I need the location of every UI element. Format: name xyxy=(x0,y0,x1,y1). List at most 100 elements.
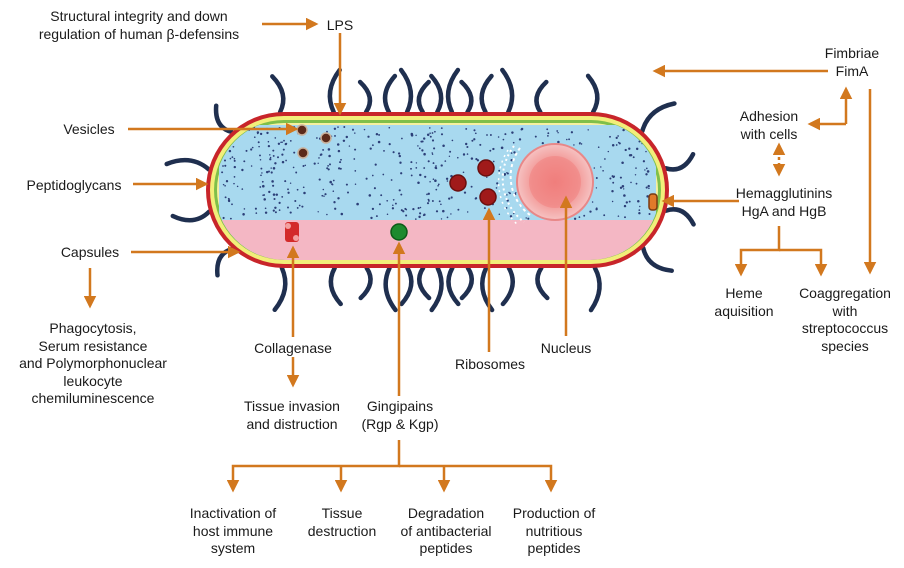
cytoplasm-dot xyxy=(496,182,498,184)
cytoplasm-dot xyxy=(426,194,428,196)
cytoplasm-dot xyxy=(510,159,512,161)
cytoplasm-dot xyxy=(250,148,252,150)
cytoplasm-dot xyxy=(465,128,467,130)
cytoplasm-dot xyxy=(255,212,257,214)
cytoplasm-dot xyxy=(252,147,254,149)
label-lps: LPS xyxy=(318,17,362,35)
cytoplasm-dot xyxy=(419,174,421,176)
cytoplasm-dot xyxy=(260,174,262,176)
cytoplasm-dot xyxy=(542,142,544,144)
cytoplasm-dot xyxy=(649,129,651,131)
cytoplasm-dot xyxy=(372,208,374,210)
cytoplasm-dot xyxy=(255,208,257,210)
cytoplasm-dot xyxy=(435,165,437,167)
cytoplasm-dot xyxy=(285,143,287,145)
cytoplasm-dot xyxy=(353,158,355,160)
cytoplasm-dot xyxy=(243,160,245,162)
cytoplasm-dot xyxy=(646,168,648,170)
cytoplasm-dot xyxy=(258,141,260,143)
cytoplasm-dot xyxy=(251,165,253,167)
cytoplasm-dot xyxy=(427,202,429,204)
cytoplasm-dot xyxy=(467,211,468,212)
cytoplasm-dot xyxy=(262,181,264,183)
cytoplasm-dot xyxy=(367,136,369,138)
flagellum xyxy=(642,104,674,132)
cytoplasm-dot xyxy=(293,152,295,154)
cytoplasm-dot xyxy=(392,204,394,206)
cytoplasm-dot xyxy=(270,167,271,168)
cytoplasm-dot xyxy=(354,132,355,133)
cytoplasm-dot xyxy=(244,208,246,210)
cytoplasm-dot xyxy=(259,186,261,188)
cytoplasm-dot xyxy=(343,140,345,142)
cytoplasm-dot xyxy=(320,154,322,156)
cytoplasm-dot xyxy=(265,207,267,209)
cytoplasm-dot xyxy=(259,154,261,156)
cytoplasm-dot xyxy=(489,150,491,152)
cytoplasm-dot xyxy=(464,191,466,193)
cytoplasm-dot xyxy=(415,218,417,220)
flagellum xyxy=(503,268,513,304)
cytoplasm-dot xyxy=(223,184,225,186)
cytoplasm-dot xyxy=(234,158,236,160)
cytoplasm-dot xyxy=(301,206,303,208)
bacterial-cell xyxy=(206,112,669,268)
cytoplasm-dot xyxy=(465,143,467,145)
cytoplasm-dot xyxy=(257,131,259,133)
cytoplasm-dot xyxy=(447,217,449,219)
cytoplasm-dot xyxy=(406,209,407,210)
cytoplasm-dot xyxy=(283,140,285,142)
cytoplasm-dot xyxy=(513,151,515,153)
cytoplasm-dot xyxy=(438,184,440,186)
cytoplasm-dot xyxy=(260,159,262,161)
cytoplasm-dot xyxy=(621,161,624,164)
label-tissue-destruction: Tissue destruction xyxy=(290,505,394,540)
cytoplasm-dot xyxy=(434,179,437,182)
flagellum xyxy=(482,268,492,310)
cytoplasm-dot xyxy=(421,149,423,151)
cytoplasm-dot xyxy=(224,159,226,161)
cytoplasm-dot xyxy=(419,148,421,150)
cytoplasm-dot xyxy=(419,212,421,214)
cytoplasm-dot xyxy=(417,182,420,185)
cytoplasm-dot xyxy=(319,179,321,181)
cytoplasm-dot xyxy=(428,193,430,195)
cytoplasm-dot xyxy=(282,161,285,164)
cytoplasm-dot xyxy=(633,156,635,158)
cytoplasm-dot xyxy=(630,182,632,184)
cytoplasm-dot xyxy=(225,196,227,198)
cytoplasm-dot xyxy=(338,167,340,169)
cytoplasm-dot xyxy=(620,177,622,179)
cytoplasm-dot xyxy=(592,201,594,203)
cytoplasm-dot xyxy=(623,194,626,197)
cytoplasm-dot xyxy=(608,151,609,152)
periplasm-band xyxy=(219,220,656,260)
cytoplasm-dot xyxy=(293,167,295,169)
cytoplasm-dot xyxy=(596,187,597,188)
cytoplasm-dot xyxy=(637,200,640,203)
cytoplasm-dot xyxy=(619,142,621,144)
cytoplasm-dot xyxy=(612,144,615,147)
cytoplasm-dot xyxy=(370,147,372,149)
cytoplasm-dot xyxy=(268,145,270,147)
cytoplasm-dot xyxy=(241,169,243,171)
cytoplasm-dot xyxy=(452,140,454,142)
label-capsules: Capsules xyxy=(50,244,130,262)
cytoplasm-dot xyxy=(379,203,381,205)
cytoplasm-dot xyxy=(392,207,394,209)
cytoplasm-dot xyxy=(284,180,286,182)
cytoplasm-dot xyxy=(269,158,271,160)
cytoplasm-dot xyxy=(303,192,306,195)
cytoplasm-dot xyxy=(354,170,356,172)
cytoplasm-dot xyxy=(399,162,401,164)
cytoplasm-dot xyxy=(624,205,626,207)
label-gingipains: Gingipains (Rgp & Kgp) xyxy=(348,398,452,433)
cytoplasm-dot xyxy=(639,206,640,207)
cytoplasm-dot xyxy=(263,194,265,196)
cytoplasm-dot xyxy=(356,203,359,206)
label-vesicles: Vesicles xyxy=(50,121,128,139)
label-production: Production of nutritious peptides xyxy=(504,505,604,558)
cytoplasm-dot xyxy=(449,151,451,153)
cytoplasm-dot xyxy=(635,174,636,175)
